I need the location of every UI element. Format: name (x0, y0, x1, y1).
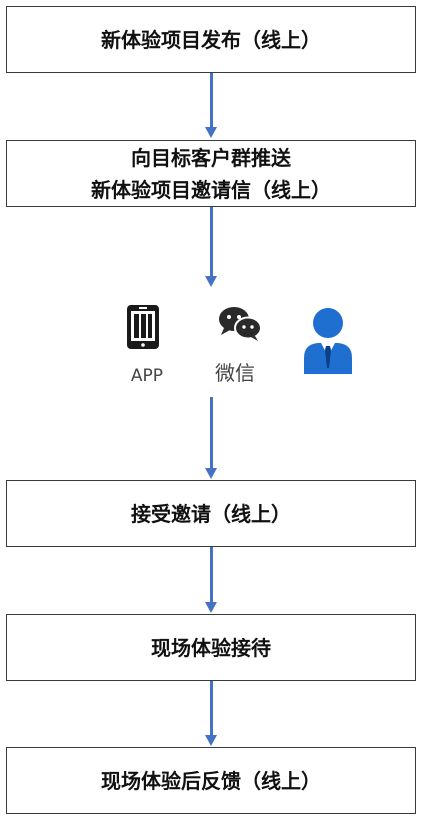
app-label: APP (130, 366, 164, 386)
flow-arrow (205, 207, 217, 287)
flow-step-push-invitation: 向目标客户群推送 新体验项目邀请信（线上） (6, 140, 416, 207)
flow-arrow (205, 73, 217, 138)
step-label: 新体验项目发布（线上） (101, 27, 321, 52)
wechat-icon (219, 307, 262, 341)
phone-icon (127, 305, 159, 349)
flow-step-onsite-reception: 现场体验接待 (6, 614, 416, 681)
person-icon (304, 308, 352, 374)
wechat-label: 微信 (215, 361, 255, 385)
step-label-line-2: 新体验项目邀请信（线上） (91, 177, 331, 202)
flow-step-feedback: 现场体验后反馈（线上） (6, 747, 416, 814)
step-label-line-1: 向目标客户群推送 (131, 145, 291, 170)
flow-arrow (205, 397, 217, 479)
flow-step-publish: 新体验项目发布（线上） (6, 6, 416, 73)
step-label: 现场体验后反馈（线上） (101, 768, 321, 793)
step-label: 现场体验接待 (151, 635, 271, 660)
step-label: 接受邀请（线上） (131, 501, 291, 526)
flow-step-accept-invitation: 接受邀请（线上） (6, 480, 416, 547)
flow-arrow (205, 681, 217, 746)
flow-arrow (205, 547, 217, 613)
